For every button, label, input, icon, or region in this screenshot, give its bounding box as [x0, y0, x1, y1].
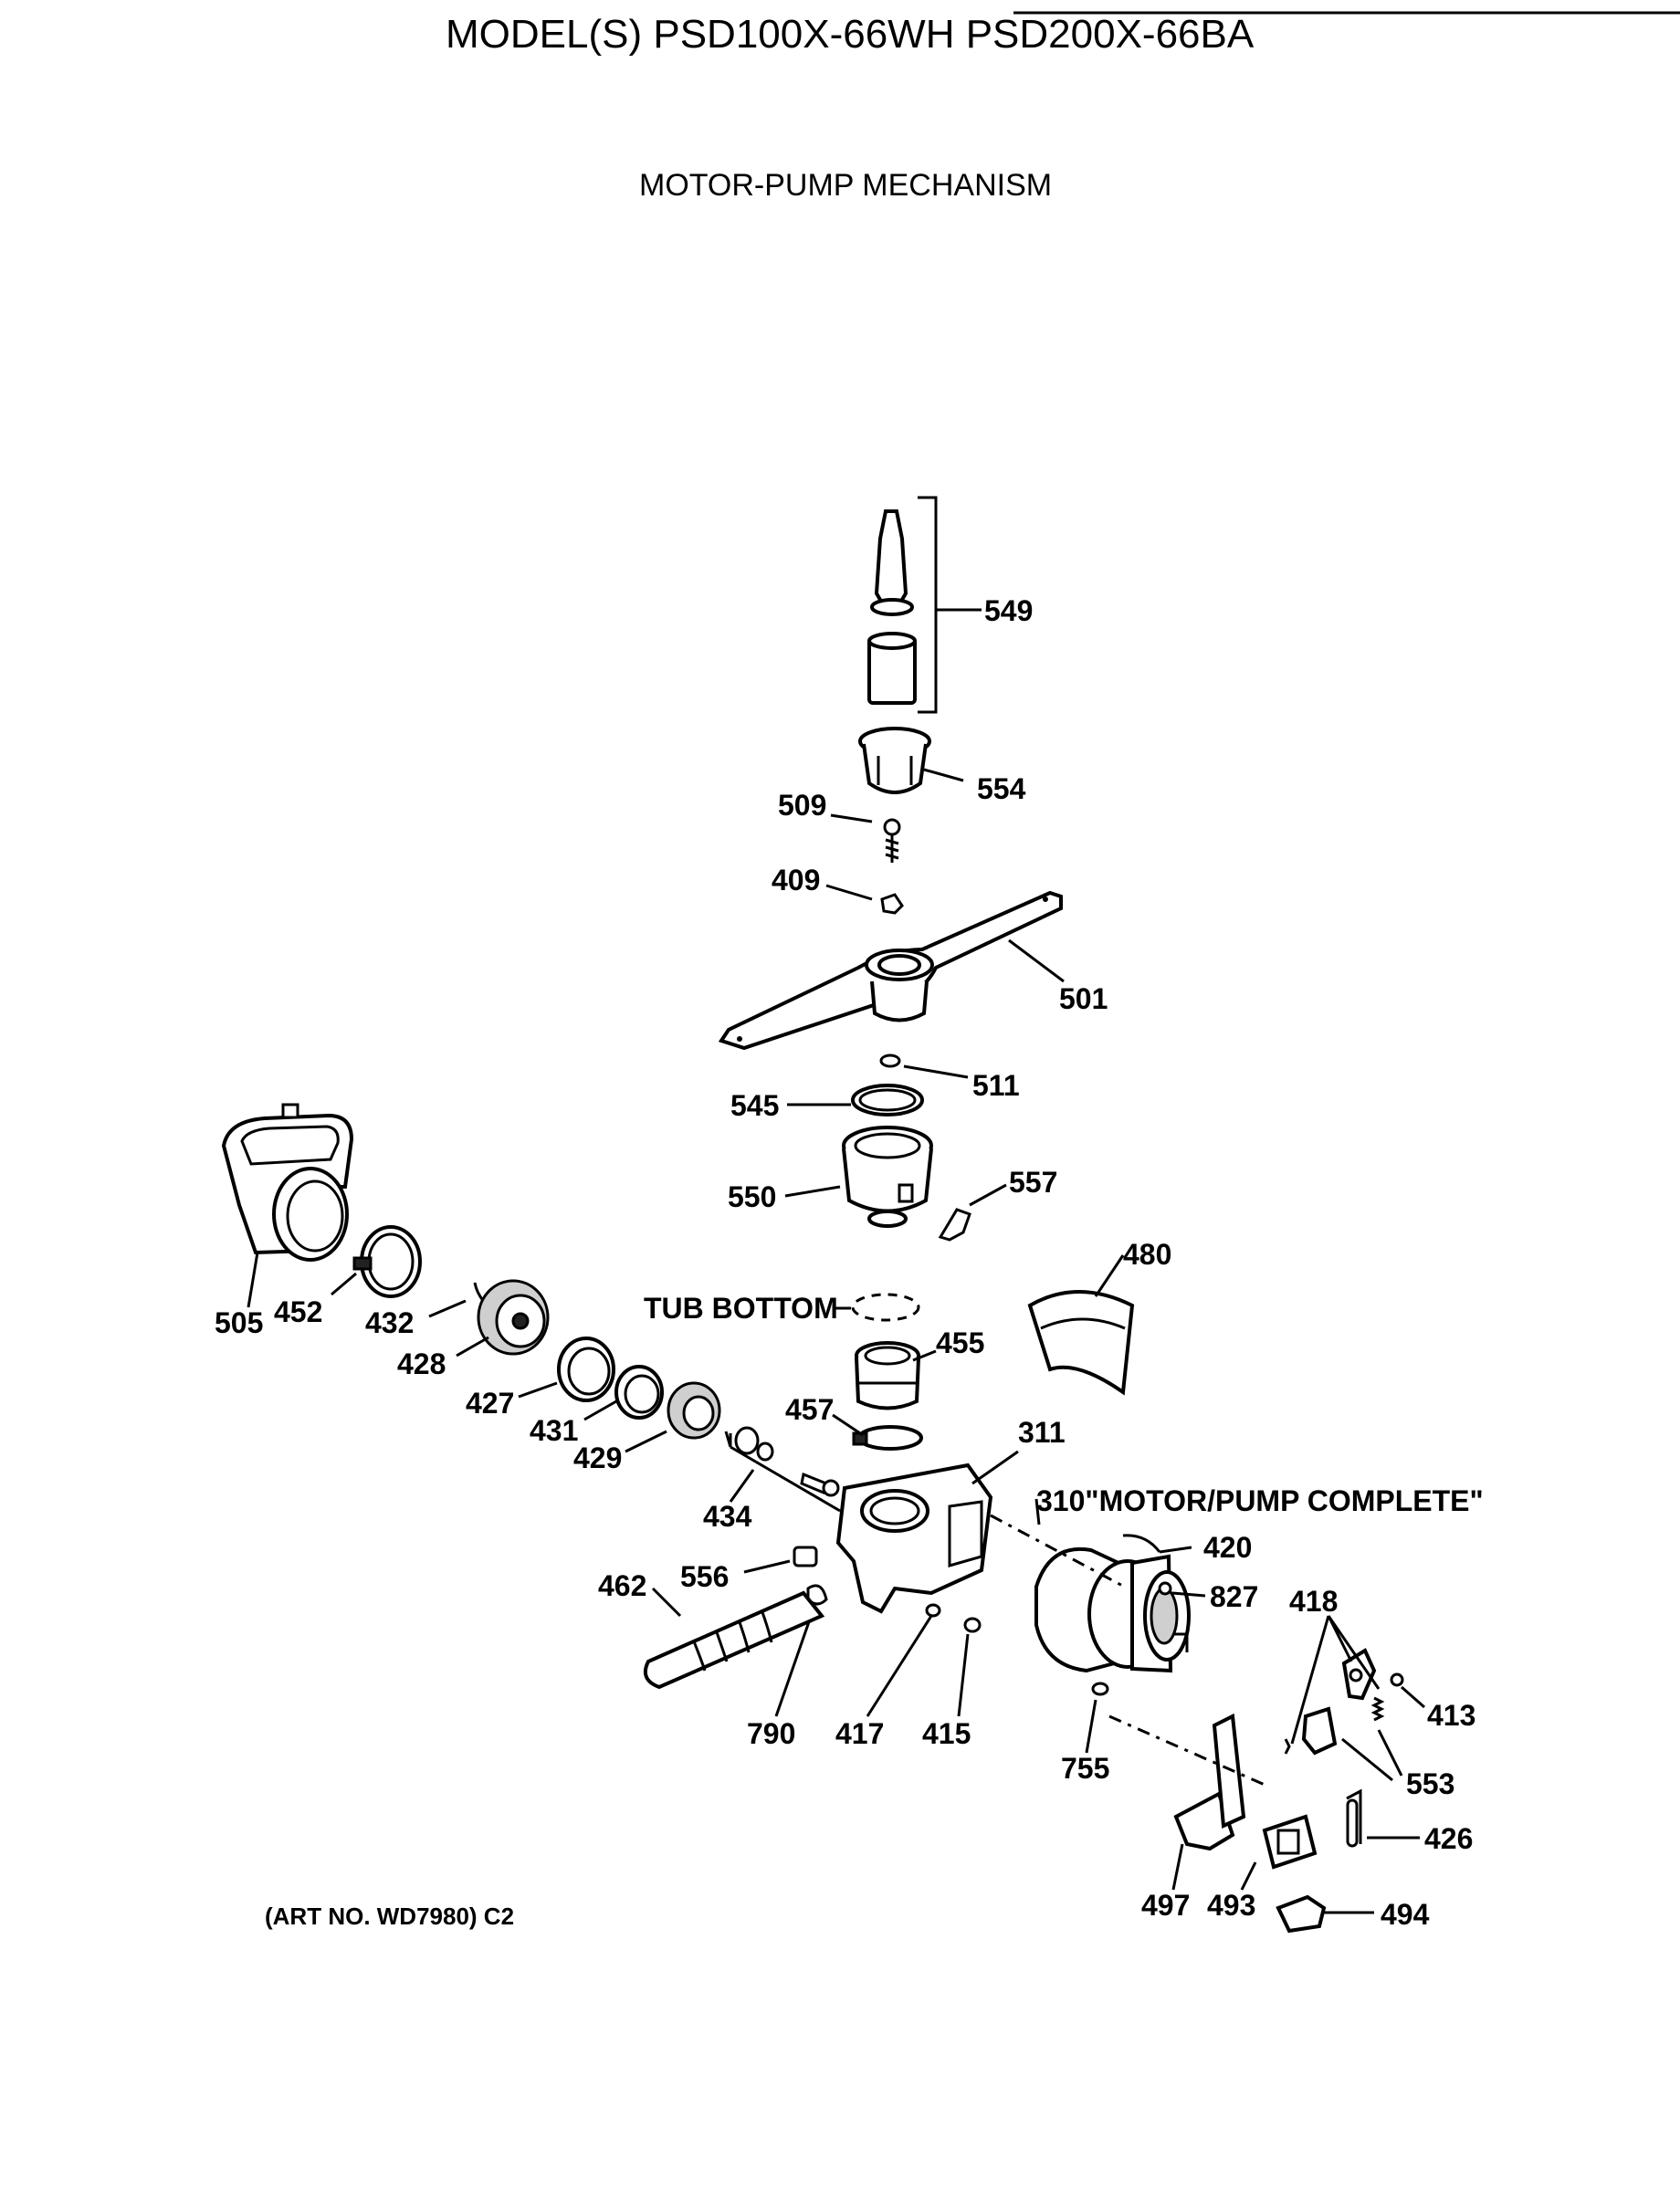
part-434-drawing [724, 1426, 841, 1513]
part-480-drawing [1027, 1254, 1135, 1396]
part-549-drawing [867, 496, 982, 714]
label-457: 457 [785, 1393, 834, 1426]
label-428: 428 [397, 1347, 446, 1380]
label-494: 494 [1381, 1898, 1430, 1931]
label-554: 554 [977, 772, 1026, 805]
label-497: 497 [1141, 1889, 1190, 1922]
label-311: 311 [1018, 1416, 1066, 1449]
part-409-drawing [825, 884, 904, 915]
label-509: 509 [778, 789, 826, 822]
label-480: 480 [1123, 1238, 1171, 1271]
label-431: 431 [530, 1414, 578, 1447]
part-418-drawing [1290, 1615, 1381, 1756]
part-420-drawing [1122, 1534, 1192, 1554]
label-505: 505 [215, 1306, 263, 1339]
part-494-drawing [1276, 1894, 1374, 1934]
label-556: 556 [680, 1560, 729, 1593]
label-557: 557 [1009, 1166, 1057, 1199]
part-511-drawing [879, 1054, 969, 1079]
label-426: 426 [1424, 1822, 1473, 1855]
label-455: 455 [936, 1326, 984, 1359]
part-415-417-drawing [866, 1603, 982, 1717]
tub-bottom-drawing [835, 1293, 920, 1322]
label-429: 429 [573, 1441, 622, 1474]
part-550-drawing [784, 1126, 933, 1228]
label-511: 511 [972, 1069, 1020, 1102]
part-427-drawing [518, 1337, 615, 1402]
label-550: 550 [728, 1180, 776, 1213]
part-452-drawing [331, 1225, 422, 1298]
part-431-drawing [583, 1365, 664, 1421]
label-462: 462 [598, 1569, 646, 1602]
part-556-drawing [743, 1546, 818, 1574]
part-426-drawing [1346, 1788, 1420, 1848]
part-428-drawing [456, 1279, 550, 1358]
label-434: 434 [703, 1500, 752, 1533]
part-311-drawing [835, 1450, 1019, 1614]
part-557-drawing [938, 1183, 1007, 1242]
label-427: 427 [466, 1387, 514, 1420]
label-755: 755 [1061, 1752, 1109, 1785]
part-553-drawing [1284, 1696, 1403, 1782]
label-501: 501 [1059, 982, 1108, 1015]
label-549: 549 [984, 594, 1033, 627]
part-429-drawing [625, 1381, 721, 1453]
label-420: 420 [1203, 1531, 1252, 1564]
part-493-drawing [1240, 1814, 1318, 1891]
part-457-drawing [832, 1413, 923, 1451]
label-493: 493 [1207, 1889, 1255, 1922]
label-409: 409 [772, 864, 820, 896]
part-505-drawing [221, 1103, 354, 1308]
label-827: 827 [1210, 1580, 1258, 1613]
label-790: 790 [747, 1717, 795, 1750]
part-755-drawing [1085, 1682, 1109, 1754]
label-310-motor-pump-complete: 310"MOTOR/PUMP COMPLETE" [1036, 1484, 1484, 1517]
label-417: 417 [835, 1717, 884, 1750]
label-452: 452 [274, 1295, 322, 1328]
label-432: 432 [365, 1306, 414, 1339]
part-413-drawing [1390, 1672, 1425, 1709]
part-501-drawing [718, 890, 1065, 1051]
label-545: 545 [730, 1089, 779, 1122]
part-554-drawing [858, 727, 964, 794]
part-432-drawing [428, 1282, 486, 1318]
art-number: (ART NO. WD7980) C2 [265, 1903, 514, 1930]
part-462-drawing [644, 1587, 825, 1690]
label-415: 415 [922, 1717, 971, 1750]
section-title: MOTOR-PUMP MECHANISM [639, 168, 1052, 203]
part-827-drawing [1158, 1581, 1206, 1598]
label-413: 413 [1427, 1699, 1475, 1732]
part-310-drawing [990, 1498, 1191, 1673]
label-tub-bottom: TUB BOTTOM [644, 1292, 838, 1325]
part-455-drawing [855, 1341, 937, 1410]
model-numbers: MODEL(S) PSD100X-66WH PSD200X-66BA [446, 12, 1255, 57]
part-545-drawing [787, 1084, 924, 1116]
label-553: 553 [1406, 1767, 1454, 1800]
part-509-drawing [830, 813, 901, 863]
part-497-drawing [1108, 1713, 1265, 1891]
label-418: 418 [1289, 1585, 1338, 1618]
